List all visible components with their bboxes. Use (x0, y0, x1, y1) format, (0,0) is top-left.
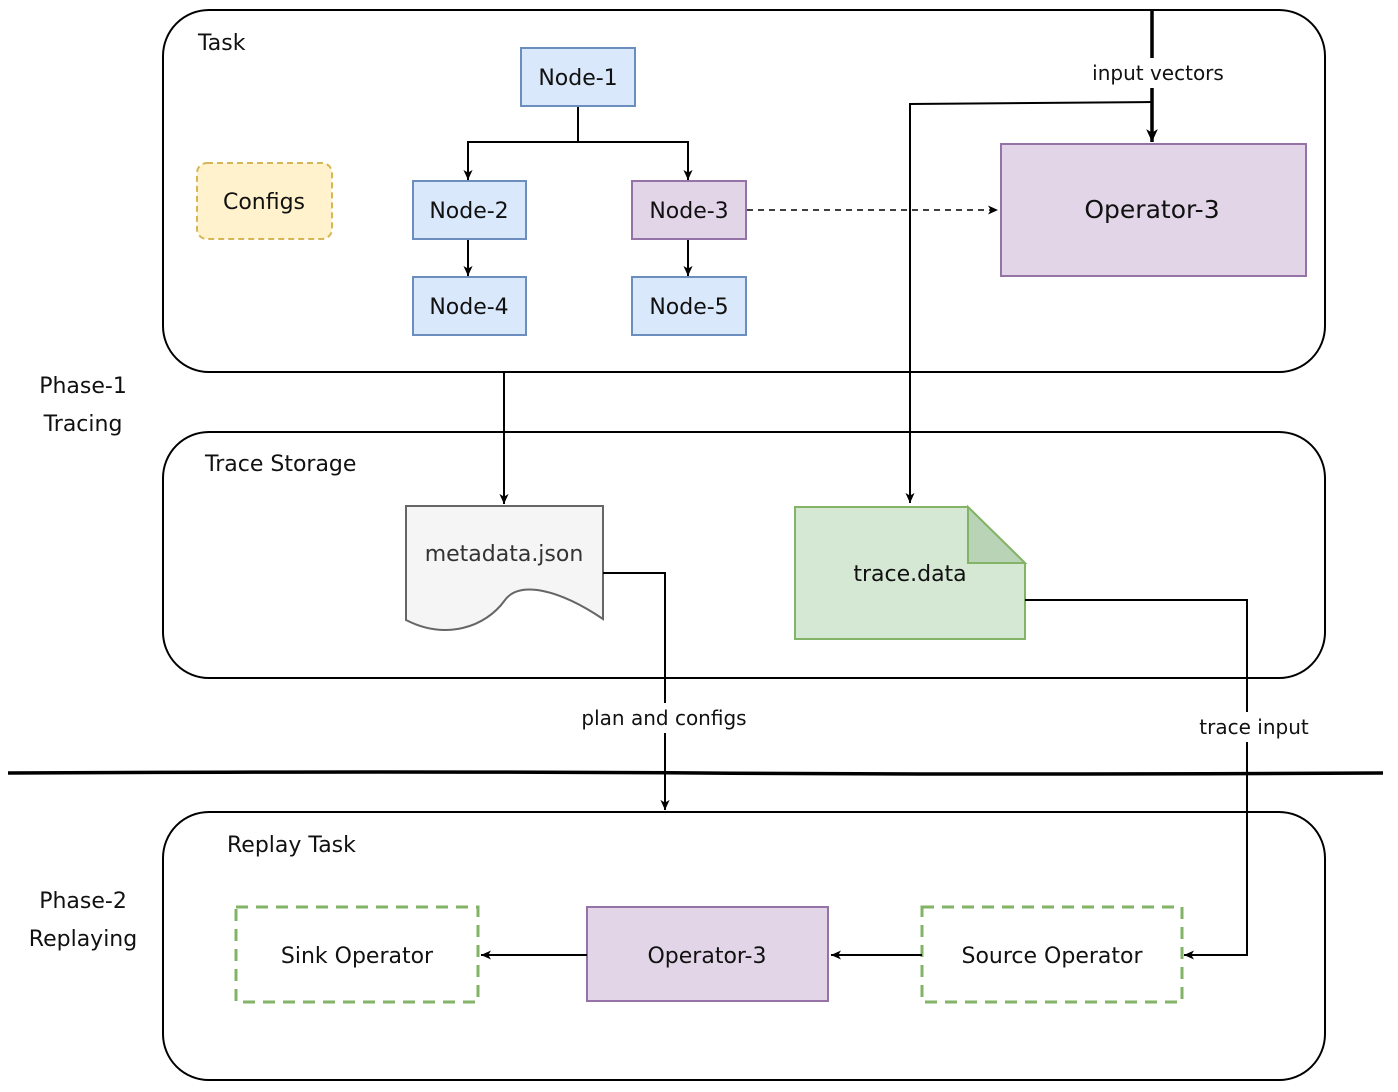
replay-task-title: Replay Task (227, 833, 356, 858)
trace-data-fold (967, 504, 1028, 564)
node-4 (412, 276, 527, 336)
edge-trace-input (1025, 599, 1248, 960)
input-vectors-label-bg (1082, 58, 1234, 88)
node-3 (631, 180, 747, 240)
replay-operator-3-box (586, 906, 829, 1002)
phase-1-label-line2: Tracing (43, 412, 123, 437)
node-2 (412, 180, 527, 240)
source-operator-label: Source Operator (961, 944, 1143, 969)
plan-and-configs-label-bg (576, 703, 752, 733)
trace-storage-title: Trace Storage (204, 452, 356, 477)
phase-2-label-line1: Phase-2 (39, 889, 127, 914)
configs-label: Configs (223, 190, 305, 215)
replay-operator-3-label: Operator-3 (647, 944, 766, 969)
configs-box (196, 162, 333, 240)
edge-node1-node2 (463, 106, 579, 180)
operator-3-box (1000, 143, 1307, 277)
sink-operator-box (234, 905, 480, 1004)
node-4-label: Node-4 (429, 295, 508, 320)
node-5-label: Node-5 (649, 295, 728, 320)
node-2-label: Node-2 (429, 199, 508, 224)
trace-data-label: trace.data (853, 562, 966, 587)
phase-1-label-line1: Phase-1 (39, 374, 127, 399)
metadata-json-document (405, 505, 604, 631)
trace-storage-container (162, 431, 1326, 679)
phase-2-label-line2: Replaying (29, 927, 137, 952)
node-1 (520, 47, 636, 107)
sink-operator-label: Sink Operator (281, 944, 434, 969)
metadata-json-label: metadata.json (425, 542, 584, 567)
replay-task-container (162, 811, 1326, 1081)
node-3-label: Node-3 (649, 199, 728, 224)
phase-separator-line (7, 770, 1384, 776)
operator-3-label: Operator-3 (1084, 195, 1219, 224)
node-1-label: Node-1 (538, 66, 617, 91)
task-title: Task (197, 31, 246, 56)
edge-input-to-trace-data (905, 101, 1153, 503)
edge-node1-node3 (578, 141, 693, 180)
trace-input-label-bg (1192, 712, 1316, 742)
plan-and-configs-label: plan and configs (581, 706, 746, 730)
task-container (162, 9, 1326, 373)
input-vectors-label: input vectors (1092, 61, 1224, 85)
trace-input-label: trace input (1199, 715, 1309, 739)
node-5 (631, 276, 747, 336)
